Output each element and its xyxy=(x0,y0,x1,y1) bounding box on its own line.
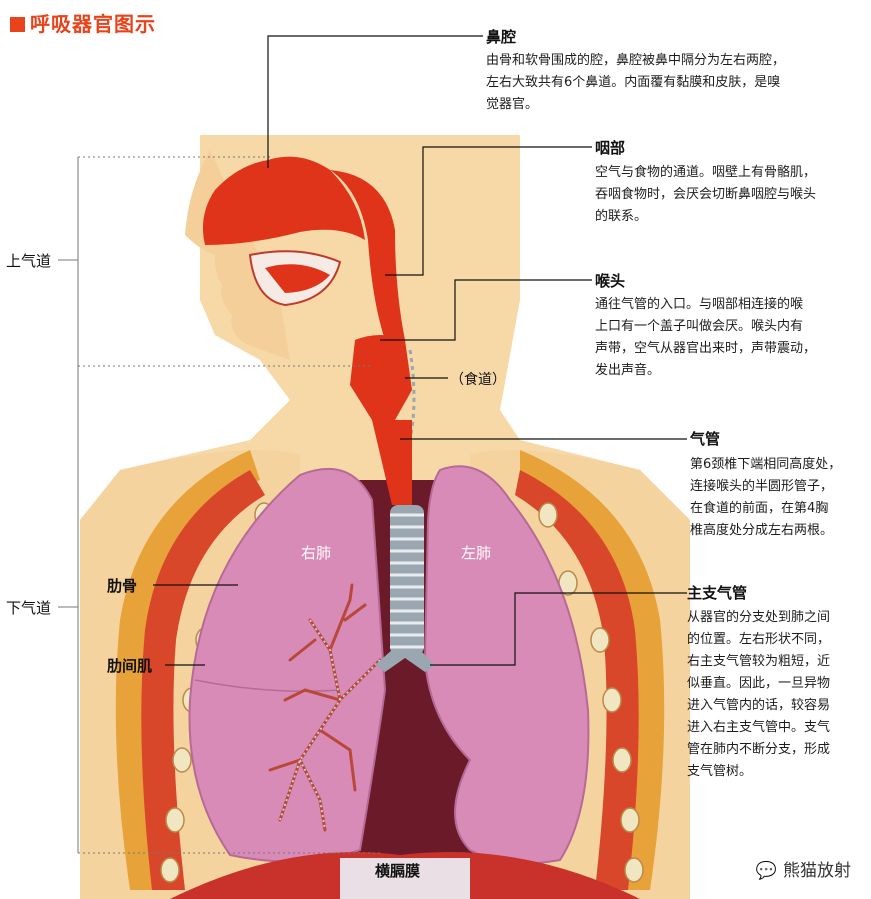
callout-trachea-title: 气管 xyxy=(690,430,721,448)
title-square-icon xyxy=(10,17,25,32)
diaphragm-label-bg xyxy=(340,858,470,899)
callout-pharynx-title: 咽部 xyxy=(595,139,626,157)
callout-bronchi-text: 从器官的分支处到肺之间 的位置。左右形状不同， 右主支气管较为粗短，近 似垂直。… xyxy=(687,610,831,779)
callout-bronchi-title: 主支气管 xyxy=(687,584,748,602)
bronchi-fork xyxy=(375,650,435,672)
trachea-upper xyxy=(372,420,412,505)
callout-larynx-title: 喉头 xyxy=(595,272,626,290)
diaphragm-label: 横膈膜 xyxy=(375,862,421,880)
upper-airway-label: 上气道 xyxy=(6,252,52,270)
leader-lines xyxy=(153,35,687,666)
rib-muscle-right xyxy=(515,470,639,890)
esophagus-label: （食道） xyxy=(450,372,506,388)
rib-muscle-left xyxy=(141,470,265,890)
callout-nasal-title: 鼻腔 xyxy=(486,28,517,46)
watermark: 💬熊猫放射 xyxy=(755,861,851,881)
chat-bubble-icon: 💬 xyxy=(755,861,777,881)
diagram-title: 呼吸器官图示 xyxy=(10,8,156,37)
callout-trachea-text: 第6颈椎下端相同高度处， 连接喉头的半圆形管子， 在食道的前面，在第4胸 椎高度… xyxy=(690,457,842,538)
right-lung-fissure xyxy=(194,679,341,692)
right-lung-label: 右肺 xyxy=(301,544,332,562)
tongue xyxy=(265,264,330,293)
trachea-rings xyxy=(390,505,424,655)
larynx-shape xyxy=(350,335,412,420)
airway-bracket xyxy=(58,156,380,854)
lower-airway-label: 下气道 xyxy=(6,599,52,617)
rib-label: 肋骨 xyxy=(107,577,138,595)
left-lung-label: 左肺 xyxy=(461,544,492,562)
intercostal-label: 肋间肌 xyxy=(107,657,153,675)
callout-pharynx-text: 空气与食物的通道。咽壁上有骨骼肌， 吞咽食物时，会厌会切断鼻咽腔与喉头 的联系。 xyxy=(595,165,817,224)
pharynx-shape xyxy=(330,170,405,340)
bronchial-rings xyxy=(279,619,381,831)
callout-nasal-text: 由骨和软骨围成的腔，鼻腔被鼻中隔分为左右两腔， 左右大致共有6个鼻道。内面覆有黏… xyxy=(486,53,786,112)
callout-larynx-text: 通往气管的入口。与咽部相连接的喉 上口有一个盖子叫做会厌。喉头内有 声带，空气从… xyxy=(595,297,817,378)
nasal-cavity-shape xyxy=(202,156,365,245)
right-lung-shape xyxy=(188,467,387,863)
